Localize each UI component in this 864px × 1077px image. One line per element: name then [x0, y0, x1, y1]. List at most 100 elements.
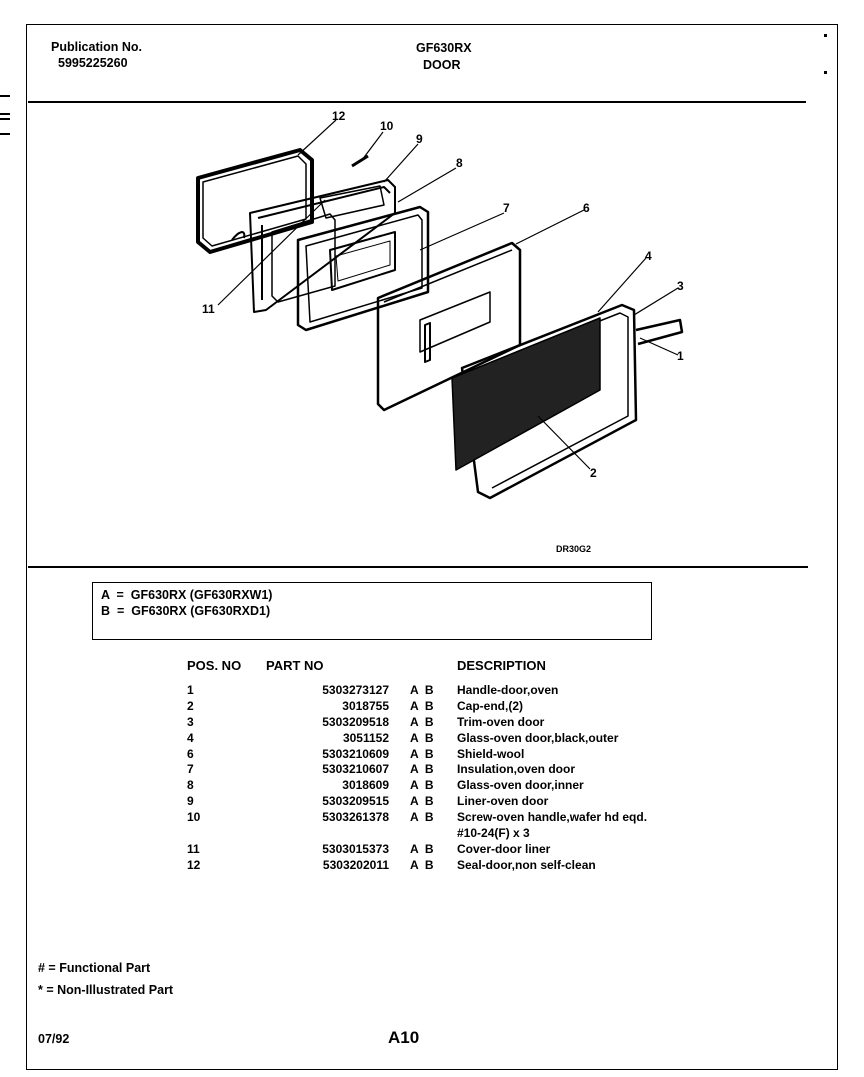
page-frame	[26, 24, 838, 1070]
pos-cell: 8	[187, 778, 194, 793]
table-row: 7 5303210607 A B Insulation,oven door	[187, 762, 647, 778]
pos-cell: 6	[187, 746, 194, 761]
part-number-cell	[266, 826, 389, 842]
publication-number: 5995225260	[58, 56, 128, 70]
header-description: DESCRIPTION	[457, 658, 546, 673]
page-number: A10	[388, 1028, 420, 1047]
outer-glass-part	[451, 317, 601, 471]
model-applicability-cell: A B	[410, 810, 434, 825]
callout-3: 3	[677, 279, 684, 293]
description-cell: Liner-oven door	[457, 794, 549, 809]
pos-cell: 3	[187, 714, 194, 729]
inner-glass-part	[296, 205, 430, 332]
model-applicability-cell: A B	[410, 794, 434, 809]
model-a: A = GF630RX (GF630RXW1)	[101, 588, 273, 602]
screw-part	[351, 154, 369, 168]
description-cell: Glass-oven door,black,outer	[457, 730, 619, 745]
model-applicability-cell: A B	[410, 714, 434, 729]
pos-cell: 9	[187, 794, 194, 809]
model-applicability-cell: A B	[410, 778, 434, 793]
part-number-cell: 5303210609	[322, 746, 389, 761]
table-row: 1 5303273127 A B Handle-door,oven	[187, 683, 647, 699]
pos-cell: 10	[187, 810, 201, 825]
model-applicability-cell: A B	[410, 682, 434, 697]
description-cell: Handle-door,oven	[457, 682, 559, 697]
door-cover-part	[271, 213, 336, 303]
table-row: 8 3018609 A B Glass-oven door,inner	[187, 778, 647, 794]
pos-cell	[187, 826, 266, 842]
table-row: 10 5303261378 A B Screw-oven handle,wafer h…	[187, 810, 647, 826]
description-cell: Cap-end,(2)	[457, 698, 523, 713]
header-rule	[28, 101, 806, 103]
oven-handle-part	[635, 318, 684, 346]
part-number-cell: 5303209518	[322, 714, 389, 729]
callout-11: 11	[202, 302, 215, 316]
table-row: 11 5303015373 A B Cover-door liner	[187, 842, 647, 858]
part-number-cell: 5303261378	[322, 810, 389, 825]
table-row: 6 5303210609 A B Shield-wool	[187, 747, 647, 763]
table-row: 2 3018755 A B Cap-end,(2)	[187, 699, 647, 715]
model-applicability-cell: A B	[410, 698, 434, 713]
model-key-box	[92, 582, 652, 640]
diagram-code: DR30G2	[556, 544, 591, 554]
description-cell: Insulation,oven door	[457, 762, 576, 777]
non-illustrated-legend: * = Non-Illustrated Part	[38, 983, 174, 997]
description-cell: Seal-door,non self-clean	[457, 857, 596, 872]
section-title: DOOR	[423, 58, 461, 72]
callout-10: 10	[380, 119, 394, 133]
description-cell: Glass-oven door,inner	[457, 778, 584, 793]
corner-dot	[824, 34, 827, 37]
functional-legend: # = Functional Part	[38, 961, 151, 975]
header-part: PART NO	[266, 658, 324, 673]
model-b: B = GF630RX (GF630RXD1)	[101, 604, 271, 618]
part-number-cell: 5303210607	[322, 762, 389, 777]
table-row: 12 5303202011 A B Seal-door,non self-clean	[187, 858, 647, 874]
pos-cell: 2	[187, 698, 194, 713]
description-cell: Screw-oven handle,wafer hd eqd.	[457, 810, 648, 825]
callout-7: 7	[503, 201, 510, 215]
diagram-rule	[28, 566, 808, 568]
part-number-cell: 3018609	[342, 778, 389, 793]
description-cell: Shield-wool	[457, 746, 525, 761]
table-row: 9 5303209515 A B Liner-oven door	[187, 794, 647, 810]
publication-label: Publication No.	[51, 40, 142, 54]
pos-cell: 1	[187, 682, 194, 697]
parts-table-header: POS. NO PART NO DESCRIPTION	[187, 658, 647, 683]
table-row: #10-24(F) x 3	[187, 826, 647, 842]
model-applicability-cell: A B	[410, 857, 434, 872]
model-applicability-cell: A B	[410, 762, 434, 777]
callout-8: 8	[456, 156, 463, 170]
model-applicability-cell: A B	[410, 841, 434, 856]
pos-cell: 12	[187, 857, 201, 872]
corner-dot	[824, 71, 827, 74]
model-title: GF630RX	[416, 41, 472, 55]
callout-1: 1	[677, 349, 684, 363]
table-row: 3 5303209518 A B Trim-oven door	[187, 715, 647, 731]
callout-6: 6	[583, 201, 590, 215]
model-applicability-cell: A B	[410, 746, 434, 761]
door-exploded-diagram: 12 10 9 8 7 6 4 3 1 2 11 DR30G2	[196, 109, 684, 554]
model-applicability-cell: A B	[410, 730, 434, 745]
callout-12: 12	[332, 109, 346, 123]
description-cell: Cover-door liner	[457, 841, 551, 856]
part-number-cell: 5303273127	[322, 682, 389, 697]
door-seal-part	[196, 148, 314, 254]
description-cell: Trim-oven door	[457, 714, 545, 729]
part-number-cell: 5303209515	[322, 794, 389, 809]
pos-cell: 4	[187, 730, 194, 745]
model-applicability-cell	[410, 826, 457, 842]
pos-cell: 11	[187, 841, 200, 856]
part-number-cell: 3018755	[342, 698, 389, 713]
footer-date: 07/92	[38, 1032, 70, 1046]
callout-2: 2	[590, 466, 597, 480]
callout-9: 9	[416, 132, 423, 146]
pos-cell: 7	[187, 762, 194, 777]
part-number-cell: 3051152	[342, 730, 389, 745]
header-pos: POS. NO	[187, 658, 242, 673]
callout-4: 4	[645, 249, 652, 263]
part-number-cell: 5303202011	[322, 857, 389, 872]
description-cell: #10-24(F) x 3	[457, 826, 530, 841]
part-number-cell: 5303015373	[322, 841, 389, 856]
table-row: 4 3051152 A B Glass-oven door,black,outer	[187, 731, 647, 747]
